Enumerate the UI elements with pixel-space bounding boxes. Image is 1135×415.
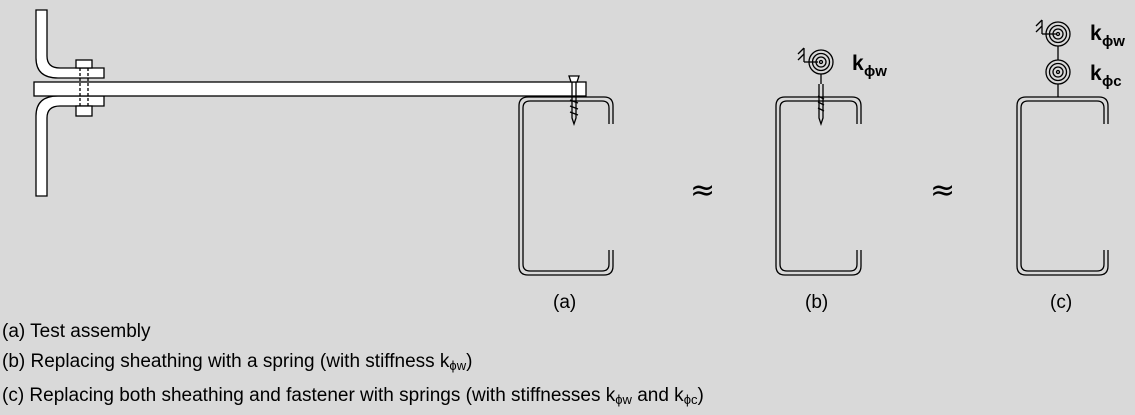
- spring-w-b: [808, 49, 834, 75]
- caption-c: (c) Replacing both sheathing and fastene…: [2, 385, 704, 407]
- caption-b: (b) Replacing sheathing with a spring (w…: [2, 351, 473, 373]
- label-b: (b): [805, 292, 828, 313]
- spring-w-c: [1045, 21, 1071, 47]
- label-c: (c): [1050, 292, 1072, 313]
- captions: (a) Test assembly (b) Replacing sheathin…: [2, 317, 704, 415]
- spring-label-c-c-k: k: [1090, 62, 1102, 85]
- fixed-support-c: [1035, 19, 1056, 35]
- c-section-b: [775, 96, 862, 276]
- spring-label-b-k: k: [852, 52, 864, 75]
- caption-a: (a) Test assembly: [2, 321, 151, 342]
- fixed-support-b: [797, 47, 818, 63]
- upper-angle: [35, 9, 105, 79]
- label-a: (a): [553, 292, 576, 313]
- screw-b: [817, 74, 825, 127]
- c-section-a: [518, 96, 614, 276]
- assembly-b: k ϕw (b): [775, 47, 887, 313]
- sheathing-board: [33, 81, 587, 97]
- spring-label-c-w-sub: ϕw: [1102, 33, 1125, 50]
- lower-angle: [35, 95, 105, 197]
- spring-label-c-c-sub: ϕc: [1102, 73, 1122, 90]
- test-assembly: (a): [33, 9, 614, 313]
- screw-fastener: [568, 75, 580, 127]
- bolt: [75, 59, 93, 117]
- spring-label-c-w-k: k: [1090, 22, 1102, 45]
- c-section-c: [1016, 96, 1109, 276]
- spring-label-b-sub: ϕw: [864, 63, 887, 80]
- approx-symbol-2: ≈: [930, 173, 955, 208]
- approx-symbol-1: ≈: [690, 173, 715, 208]
- assembly-c: k ϕw k ϕc (c): [1016, 19, 1125, 313]
- spring-c-c: [1045, 59, 1071, 85]
